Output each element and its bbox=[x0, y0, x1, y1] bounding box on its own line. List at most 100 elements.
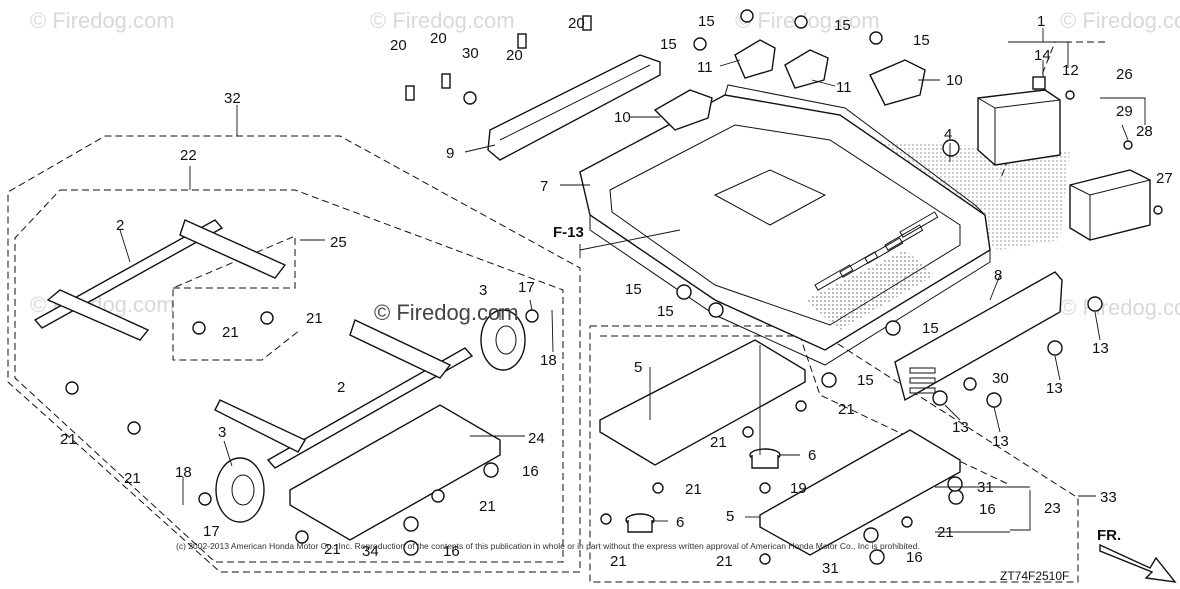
callout-15-g: 15 bbox=[922, 320, 939, 337]
mount-10-left bbox=[653, 89, 713, 131]
direction-label: FR. bbox=[1097, 527, 1121, 544]
callout-19: 19 bbox=[790, 480, 807, 497]
axle-assembly-upper bbox=[33, 219, 287, 341]
callout-3-lower: 3 bbox=[218, 424, 226, 441]
base-plate-24 bbox=[289, 404, 501, 541]
callout-33: 33 bbox=[1100, 489, 1117, 506]
front-direction-arrow: FR. bbox=[1097, 527, 1177, 583]
callout-21-j: 21 bbox=[937, 524, 954, 541]
frame-mesh bbox=[805, 250, 935, 330]
callout-18-lower: 18 bbox=[175, 464, 192, 481]
callout-21-h: 21 bbox=[710, 434, 727, 451]
callout-20-d: 20 bbox=[568, 15, 585, 32]
callout-9: 9 bbox=[446, 145, 454, 162]
callout-31-lower: 31 bbox=[822, 560, 839, 577]
base-plate-5-upper bbox=[599, 339, 806, 466]
watermark-top-left: © Firedog.com bbox=[30, 8, 175, 33]
mount-11-right bbox=[784, 49, 829, 89]
callout-15-e: 15 bbox=[625, 281, 642, 298]
callout-15-d: 15 bbox=[913, 32, 930, 49]
callout-1: 1 bbox=[1037, 13, 1045, 30]
callout-16-b: 16 bbox=[443, 543, 460, 560]
callout-30-left: 30 bbox=[462, 45, 479, 62]
callout-21-b: 21 bbox=[306, 310, 323, 327]
callout-21-c: 21 bbox=[60, 431, 77, 448]
callout-31-upper: 31 bbox=[977, 479, 994, 496]
watermark-center: © Firedog.com bbox=[374, 300, 519, 325]
callout-5-lower: 5 bbox=[726, 508, 734, 525]
callout-24: 24 bbox=[528, 430, 545, 447]
frame-rear-lip bbox=[724, 84, 986, 216]
frame-slots bbox=[814, 211, 939, 291]
callout-21-i: 21 bbox=[685, 481, 702, 498]
callout-6-upper: 6 bbox=[808, 447, 816, 464]
section-reference: F-13 bbox=[553, 224, 584, 241]
callout-2-upper: 2 bbox=[116, 217, 124, 234]
callout-5-upper: 5 bbox=[634, 359, 642, 376]
callout-20-c: 20 bbox=[506, 47, 523, 64]
callout-7: 7 bbox=[540, 178, 548, 195]
callout-15-c: 15 bbox=[660, 36, 677, 53]
callout-13-a: 13 bbox=[1092, 340, 1109, 357]
rubber-mount-upper bbox=[749, 448, 781, 469]
side-panel-part bbox=[894, 271, 1063, 402]
callout-28: 28 bbox=[1136, 123, 1153, 140]
callout-29: 29 bbox=[1116, 103, 1133, 120]
callout-8: 8 bbox=[994, 267, 1002, 284]
callout-15-a: 15 bbox=[698, 13, 715, 30]
callout-4: 4 bbox=[944, 126, 952, 143]
wheel-lower bbox=[215, 457, 265, 523]
callout-17-upper: 17 bbox=[518, 279, 535, 296]
callout-2-lower: 2 bbox=[337, 379, 345, 396]
callout-15-h: 15 bbox=[857, 372, 874, 389]
callout-21-a: 21 bbox=[222, 324, 239, 341]
callout-15-b: 15 bbox=[834, 17, 851, 34]
callout-21-f: 21 bbox=[324, 541, 341, 558]
callout-21-k: 21 bbox=[716, 553, 733, 570]
frame-bottom-edge bbox=[589, 215, 991, 366]
callout-32: 32 bbox=[224, 90, 241, 107]
leader-lines bbox=[119, 28, 1146, 533]
boundary-25 bbox=[172, 235, 301, 361]
battery-main bbox=[977, 76, 1061, 166]
callout-10-left: 10 bbox=[614, 109, 631, 126]
callout-23: 23 bbox=[1044, 500, 1061, 517]
rubber-mount-lower bbox=[625, 513, 655, 533]
watermark-top-far-right: © Firedog.com bbox=[1060, 8, 1180, 33]
callout-11-left: 11 bbox=[697, 59, 713, 76]
side-panel-vents bbox=[909, 367, 936, 394]
callout-15-f: 15 bbox=[657, 303, 674, 320]
hardware bbox=[65, 9, 1163, 565]
watermark-far-right: © Firedog.com bbox=[1060, 295, 1180, 320]
callout-26: 26 bbox=[1116, 66, 1133, 83]
callout-17-lower: 17 bbox=[203, 523, 220, 540]
callout-14: 14 bbox=[1034, 47, 1051, 64]
axle-assembly-lower bbox=[214, 319, 474, 469]
copyright-notice: (c) 2002-2013 American Honda Motor Co., … bbox=[176, 541, 920, 551]
callout-18-upper: 18 bbox=[540, 352, 557, 369]
boundary-22 bbox=[14, 189, 564, 563]
callout-6-lower: 6 bbox=[676, 514, 684, 531]
callout-20-a: 20 bbox=[390, 37, 407, 54]
callout-12: 12 bbox=[1062, 62, 1079, 79]
watermark-top-mid: © Firedog.com bbox=[370, 8, 515, 33]
callout-13-b: 13 bbox=[1046, 380, 1063, 397]
callout-16-d: 16 bbox=[906, 549, 923, 566]
diagram-code: ZT74F2510F bbox=[1000, 569, 1069, 583]
wheel-upper bbox=[480, 309, 526, 371]
callout-3-upper: 3 bbox=[479, 282, 487, 299]
base-plate-5-lower bbox=[759, 429, 961, 556]
callout-11-right: 11 bbox=[836, 79, 852, 96]
callout-13-d: 13 bbox=[992, 433, 1009, 450]
callout-21-l: 21 bbox=[610, 553, 627, 570]
callout-20-b: 20 bbox=[430, 30, 447, 47]
callout-22: 22 bbox=[180, 147, 197, 164]
callout-21-g: 21 bbox=[838, 401, 855, 418]
callout-34: 34 bbox=[362, 543, 379, 560]
frame-center-plate bbox=[713, 169, 827, 226]
mount-10-right bbox=[869, 59, 926, 106]
battery-alt bbox=[1069, 169, 1151, 241]
callout-27: 27 bbox=[1156, 170, 1173, 187]
callout-30-right: 30 bbox=[992, 370, 1009, 387]
